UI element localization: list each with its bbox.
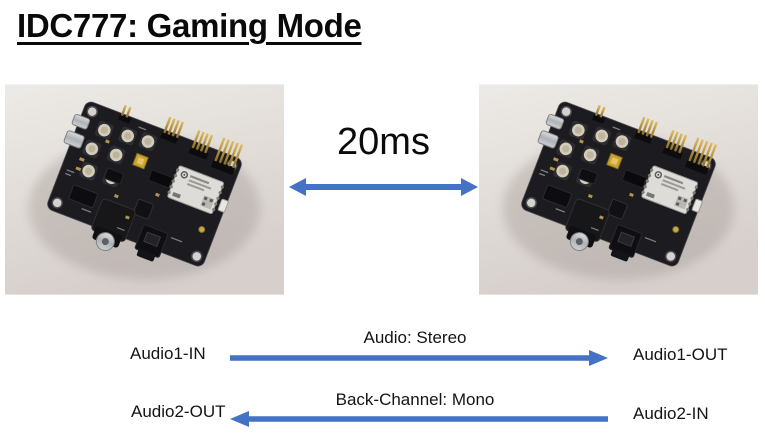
latency-label: 20ms <box>337 121 430 163</box>
flow2-left-arrow-icon <box>230 410 608 428</box>
left-board-photo <box>5 84 284 295</box>
flow2-destination-label: Audio2-OUT <box>131 402 226 421</box>
flow1-channel-label: Audio: Stereo <box>363 328 467 347</box>
slide-title: IDC777: Gaming Mode <box>17 7 362 44</box>
flow2-channel-label: Back-Channel: Mono <box>335 390 495 409</box>
pcb-board-illustration <box>5 84 284 295</box>
flow1-destination-label: Audio1-OUT <box>633 345 728 364</box>
latency-double-arrow-icon <box>288 174 479 200</box>
flow2-source-label: Audio2-IN <box>633 404 709 423</box>
flow1-source-label: Audio1-IN <box>130 344 206 363</box>
right-board-photo <box>479 84 758 295</box>
flow1-right-arrow-icon <box>230 349 608 367</box>
pcb-board-illustration <box>479 84 758 295</box>
